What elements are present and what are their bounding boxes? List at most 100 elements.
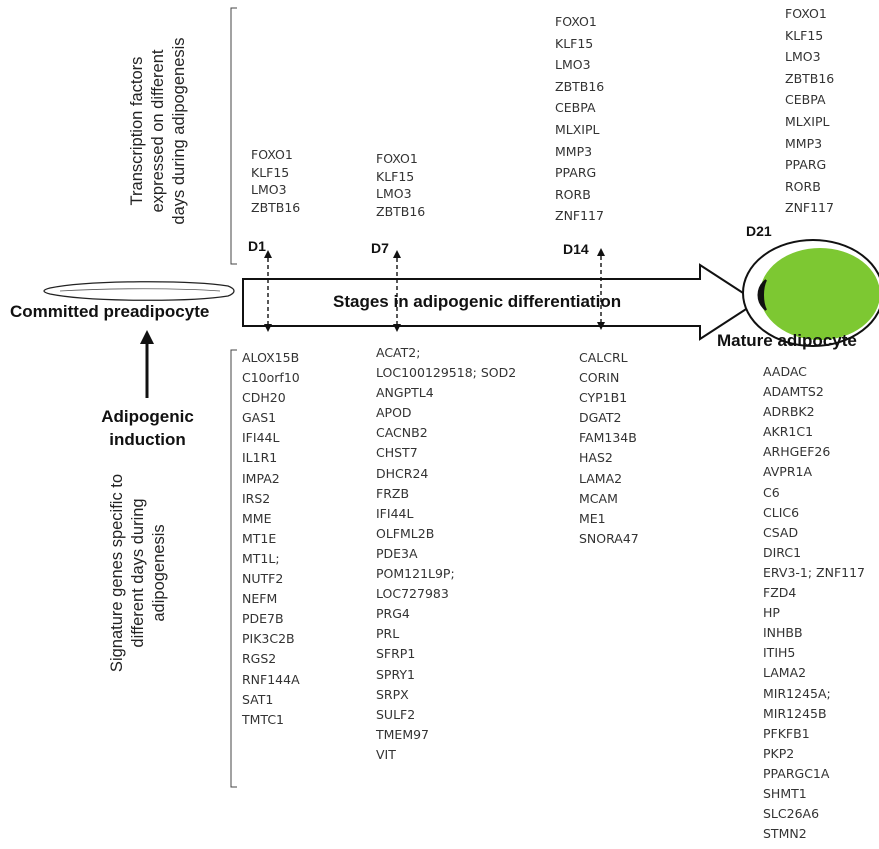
list-item: PPARG	[785, 157, 827, 173]
list-item: KLF15	[785, 27, 824, 43]
list-item: ZBTB16	[376, 203, 426, 219]
list-item: KLF15	[376, 168, 415, 184]
list-item: CDH20	[242, 390, 286, 406]
signature-list-d14: CALCRL CORIN CYP1B1 DGAT2 FAM134B HAS2 L…	[579, 348, 639, 549]
list-item: MCAM	[579, 490, 618, 506]
list-item: INHBB	[763, 625, 803, 641]
list-item: CEBPA	[785, 92, 826, 108]
list-item: POM121L9P;	[376, 566, 455, 582]
list-item: LMO3	[376, 186, 412, 201]
day-label-d14: D14	[563, 241, 589, 257]
list-item: SPRY1	[376, 666, 415, 682]
list-item: FOXO1	[555, 14, 597, 29]
tf-list-d14: FOXO1 KLF15 LMO3 ZBTB16 CEBPA MLXIPL MMP…	[555, 11, 604, 227]
list-item: MT1E	[242, 530, 277, 546]
list-item: MLXIPL	[555, 121, 600, 137]
list-item: ITIH5	[763, 645, 796, 661]
list-item: CHST7	[376, 445, 418, 461]
list-item: C10orf10	[242, 370, 300, 386]
list-item: AKR1C1	[763, 424, 814, 440]
committed-preadipocyte-label: Committed preadipocyte	[10, 302, 210, 321]
list-item: GAS1	[242, 410, 277, 426]
list-item: ME1	[579, 510, 606, 526]
list-item: PDE3A	[376, 545, 418, 561]
day-label-d7: D7	[371, 240, 389, 256]
tf-list-d21: FOXO1 KLF15 LMO3 ZBTB16 CEBPA MLXIPL MMP…	[785, 3, 834, 219]
list-item: CORIN	[579, 370, 620, 386]
adipogenic-induction-label: Adipogenic induction	[101, 407, 194, 449]
list-item: SLC26A6	[763, 806, 820, 822]
list-item: TMTC1	[242, 711, 285, 727]
list-item: IL1R1	[242, 450, 278, 466]
list-item: ERV3-1; ZNF117	[763, 564, 866, 580]
list-item: SFRP1	[376, 646, 416, 662]
list-item: LAMA2	[579, 470, 623, 486]
list-item: ZBTB16	[785, 70, 835, 86]
list-item: LMO3	[251, 182, 287, 197]
list-item: DHCR24	[376, 465, 429, 481]
list-item: RNF144A	[242, 671, 300, 687]
list-item: HAS2	[579, 450, 613, 466]
list-item: AADAC	[763, 364, 807, 379]
list-item: SNORA47	[579, 530, 639, 546]
list-item: CYP1B1	[579, 390, 628, 406]
list-item: ADAMTS2	[763, 384, 824, 400]
list-item: LAMA2	[763, 665, 807, 681]
list-item: ACAT2;	[376, 345, 421, 360]
day-label-d21: D21	[746, 223, 772, 239]
tf-list-d7: FOXO1 KLF15 LMO3 ZBTB16	[376, 150, 425, 220]
list-item: SRPX	[376, 686, 409, 702]
list-item: MIR1245B	[763, 705, 827, 721]
list-item: APOD	[376, 405, 412, 421]
list-item: KLF15	[555, 35, 594, 51]
list-item: OLFML2B	[376, 525, 435, 541]
list-item: RORB	[555, 186, 591, 202]
list-item: NUTF2	[242, 571, 284, 587]
list-item: NEFM	[242, 591, 278, 607]
list-item: CLIC6	[763, 504, 800, 520]
nucleus-crescent	[757, 279, 767, 311]
list-item: FRZB	[376, 485, 410, 501]
list-item: LOC100129518; SOD2	[376, 365, 517, 381]
list-item: PIK3C2B	[242, 631, 295, 647]
list-item: ANGPTL4	[376, 385, 434, 401]
list-item: PRL	[376, 626, 400, 642]
list-item: MMP3	[555, 143, 593, 159]
day-markers	[267, 256, 602, 324]
list-item: MME	[242, 510, 272, 526]
list-item: FOXO1	[376, 151, 418, 166]
list-item: CSAD	[763, 524, 799, 540]
list-item: KLF15	[251, 164, 290, 180]
signature-list-d1: ALOX15B C10orf10 CDH20 GAS1 IFI44L IL1R1…	[242, 348, 300, 730]
list-item: PPARG	[555, 165, 597, 181]
list-item: PFKFB1	[763, 725, 810, 741]
list-item: ALOX15B	[242, 350, 300, 365]
list-item: FOXO1	[251, 147, 293, 162]
tf-bracket	[230, 7, 237, 265]
list-item: PKP2	[763, 745, 795, 761]
list-item: STMN2	[763, 826, 807, 842]
list-item: FOXO1	[785, 6, 827, 21]
list-item: RORB	[785, 178, 821, 194]
list-item: C6	[763, 484, 780, 500]
list-item: SAT1	[242, 691, 274, 707]
list-item: MT1L;	[242, 550, 280, 566]
list-item: FAM134B	[579, 430, 637, 446]
list-item: CALCRL	[579, 350, 628, 365]
list-item: PPARGC1A	[763, 765, 830, 781]
list-item: RGS2	[242, 651, 277, 667]
list-item: ZNF117	[555, 208, 604, 224]
list-item: AVPR1A	[763, 464, 813, 480]
mature-adipocyte-label: Mature adipocyte	[717, 331, 857, 350]
list-item: IFI44L	[376, 505, 414, 521]
preadipocyte-cell	[43, 281, 235, 301]
list-item: PRG4	[376, 606, 410, 622]
tf-list-d1: FOXO1 KLF15 LMO3 ZBTB16	[251, 146, 300, 216]
list-item: HP	[763, 605, 780, 621]
list-item: ADRBK2	[763, 404, 815, 420]
list-item: DGAT2	[579, 410, 622, 426]
stages-label: Stages in adipogenic differentiation	[333, 292, 622, 311]
list-item: ZNF117	[785, 200, 834, 216]
list-item: MMP3	[785, 135, 823, 151]
